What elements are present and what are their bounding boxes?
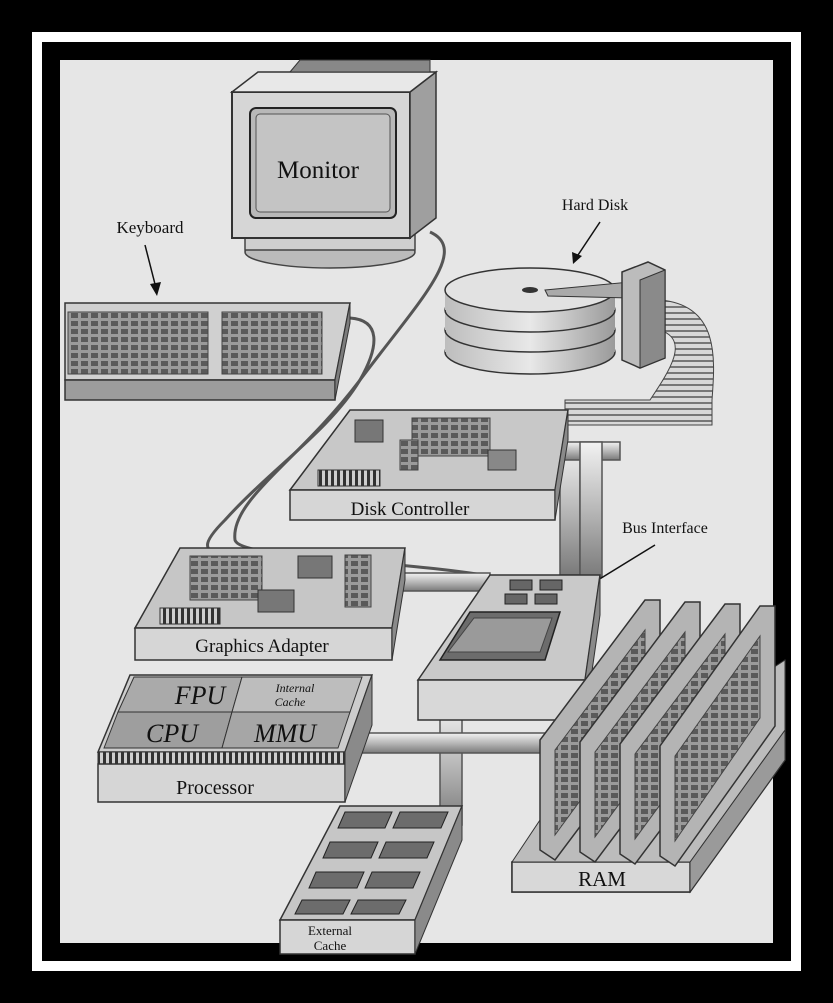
bus-interface-label: Bus Interface <box>622 520 708 537</box>
hard-disk: Hard Disk <box>444 197 715 426</box>
keyboard-arrow <box>144 244 161 296</box>
internal-cache-block: Internal Cache <box>231 676 363 713</box>
ram: RAM <box>511 599 786 894</box>
external-cache-label-2: Cache <box>314 938 347 953</box>
processor: FPU Internal Cache CPU MMU Processor <box>96 674 374 803</box>
system-bus <box>344 441 621 826</box>
fpu-label: FPU <box>174 681 228 710</box>
keyboard-cable <box>206 316 376 557</box>
cpu-block: CPU <box>103 711 233 749</box>
hard-disk-label: Hard Disk <box>562 197 628 214</box>
disk-controller: Disk Controller <box>288 409 569 521</box>
keyboard: Keyboard <box>64 218 351 401</box>
internal-cache-label-2: Cache <box>275 695 306 709</box>
mmu-block: MMU <box>221 711 351 749</box>
graphics-adapter-label: Graphics Adapter <box>195 636 329 657</box>
monitor: Monitor <box>229 59 439 269</box>
fpu-block: FPU <box>117 676 243 713</box>
bus-interface: Bus Interface <box>416 520 708 721</box>
external-cache-label-1: External <box>308 923 352 938</box>
processor-label: Processor <box>176 777 254 799</box>
disk-controller-label: Disk Controller <box>351 499 470 520</box>
mmu-label: MMU <box>253 719 318 748</box>
cpu-label: CPU <box>146 719 200 748</box>
ram-label: RAM <box>578 867 626 891</box>
hard-disk-arrow <box>572 221 601 264</box>
keyboard-label: Keyboard <box>116 218 184 237</box>
external-cache: External Cache <box>278 805 464 955</box>
ram-module-4 <box>659 605 776 868</box>
graphics-adapter: Graphics Adapter <box>133 547 406 661</box>
internal-cache-label-1: Internal <box>275 681 315 695</box>
monitor-label: Monitor <box>277 157 360 184</box>
